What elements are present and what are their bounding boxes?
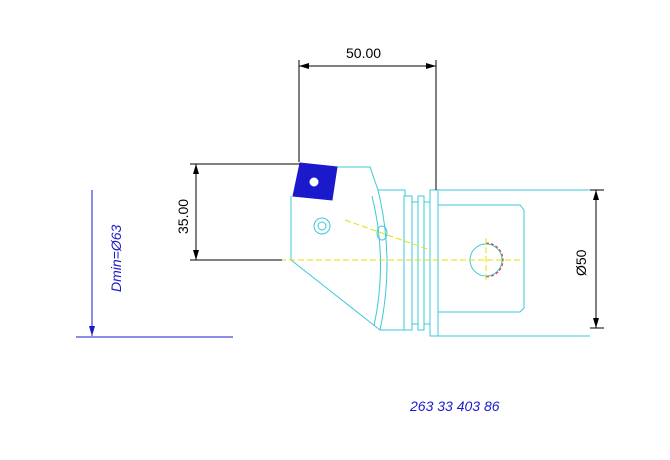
dmin-label: Dmin=Ø63 xyxy=(108,224,124,292)
screw-icon xyxy=(313,217,331,235)
tool-body-outline xyxy=(290,166,590,337)
coolant-hole xyxy=(376,225,388,241)
dimension-width xyxy=(298,60,437,190)
part-number: 263 33 403 86 xyxy=(409,398,500,414)
dimension-height xyxy=(190,163,300,261)
diameter-label: Ø50 xyxy=(573,249,589,276)
hole-highlight-arc xyxy=(485,242,504,278)
cutting-insert xyxy=(292,162,338,201)
width-label: 50.00 xyxy=(346,45,381,61)
centerlines xyxy=(280,219,520,282)
dimension-dmin xyxy=(76,190,233,338)
dimension-diameter xyxy=(590,189,604,329)
height-label: 35.00 xyxy=(175,199,191,234)
